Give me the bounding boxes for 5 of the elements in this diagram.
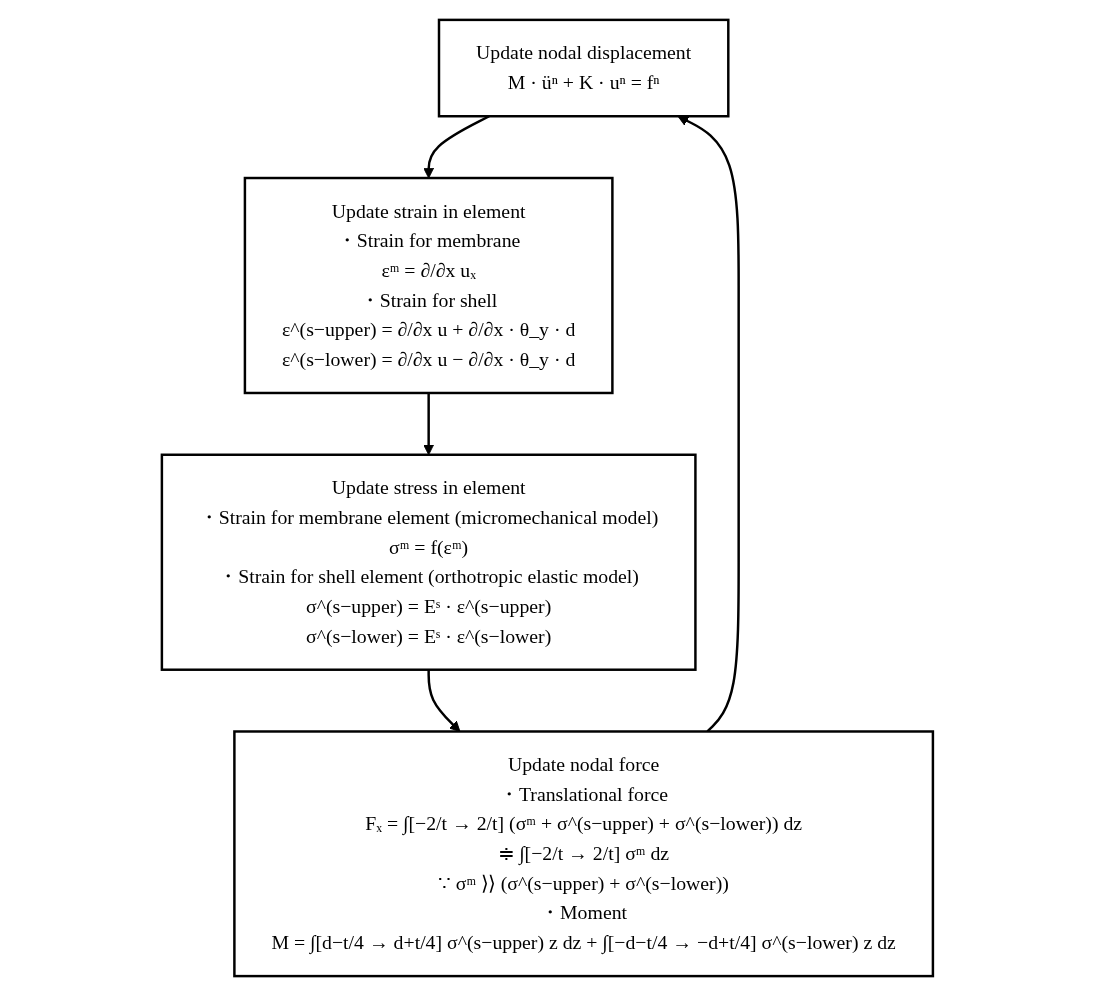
node-box: Update nodal displacement M · üⁿ + K · uⁿ = fⁿ	[437, 18, 730, 118]
arrow	[427, 669, 461, 732]
node-box: Update strain in element ・Strain for membrane εᵐ = ∂/∂x uₓ ・Strain for shell ε^(s−upper) = ∂/∂x u + ∂/∂x · θ_y · d ε^(s−lower) = ∂/∂x u − ∂/∂x · θ_y · d	[243, 176, 614, 395]
node-box: Update stress in element ・Strain for membrane element (micromechanical model) σᵐ = f(εᵐ) ・Strain for shell element (orthotropic elastic model) σ^(s−upper) = Eˢ · ε^(s−upper) σ^(s−lower) = Eˢ · ε^(s−lower)	[160, 453, 697, 671]
node-box: Update nodal force ・Translational force Fₓ = ∫[−2/t → 2/t] (σᵐ + σ^(s−upper) + σ^(s−lower)) dz ≑ ∫[−2/t → 2/t] σᵐ dz ∵ σᵐ ⟩⟩ (σ^(s−upper) + σ^(s−lower)) ・Moment M = ∫[d−t/4 → d+t/4] σ^(s−upper) z dz + ∫[−d−t/4 → −d+t/4] σ^(s−lower) z dz	[233, 730, 935, 978]
